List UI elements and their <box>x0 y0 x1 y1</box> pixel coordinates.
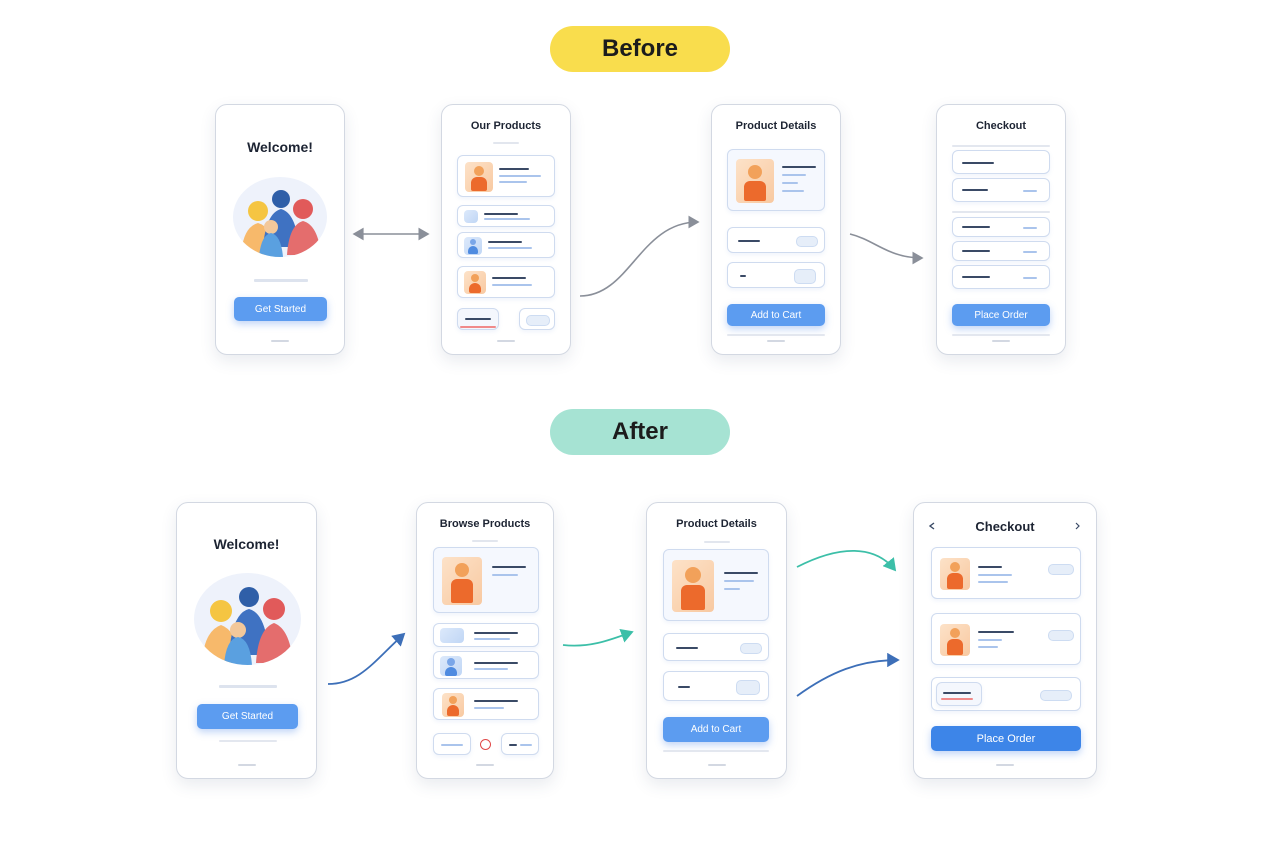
home-indicator <box>476 764 494 766</box>
before-welcome-screen: Welcome! Get Started <box>215 104 345 355</box>
products-title: Our Products <box>470 120 542 132</box>
product-image <box>442 557 482 605</box>
filter-card[interactable] <box>501 733 539 755</box>
get-started-button[interactable]: Get Started <box>234 297 327 321</box>
family-illustration <box>233 177 327 257</box>
home-indicator <box>992 340 1010 342</box>
product-detail-card <box>727 149 825 211</box>
product-image <box>672 560 714 612</box>
checkout-row[interactable] <box>952 150 1050 174</box>
option-row[interactable] <box>727 227 825 253</box>
payment-method-card[interactable] <box>936 682 982 706</box>
option-row[interactable] <box>663 671 769 701</box>
divider <box>952 211 1050 213</box>
before-details-screen: Product Details Add to Cart <box>711 104 841 355</box>
option-row[interactable] <box>727 262 825 288</box>
details-title: Product Details <box>676 518 757 530</box>
product-thumbnail <box>940 558 970 590</box>
checkout-row[interactable] <box>952 178 1050 202</box>
option-row[interactable] <box>663 633 769 661</box>
product-row[interactable] <box>457 155 555 197</box>
before-products-screen: Our Products <box>441 104 571 355</box>
product-row[interactable] <box>433 623 539 647</box>
product-card-small[interactable] <box>519 308 555 330</box>
product-thumbnail <box>464 271 486 294</box>
get-started-button[interactable]: Get Started <box>197 704 298 729</box>
divider <box>952 334 1050 336</box>
divider <box>219 740 277 742</box>
product-row[interactable] <box>457 205 555 227</box>
after-label: After <box>550 409 730 455</box>
products-title: Browse Products <box>439 518 531 530</box>
payment-row[interactable] <box>931 677 1081 711</box>
product-thumbnail <box>465 162 493 192</box>
product-thumbnail <box>440 628 464 643</box>
product-thumbnail <box>440 656 462 676</box>
product-row[interactable] <box>433 651 539 679</box>
flow-arrow <box>796 550 897 572</box>
product-thumbnail <box>940 624 970 656</box>
welcome-title: Welcome! <box>247 139 313 155</box>
product-image <box>736 159 774 203</box>
back-arrow-icon[interactable] <box>928 521 938 531</box>
top-indicator <box>472 540 498 542</box>
home-indicator <box>271 340 289 342</box>
flow-arrow <box>562 628 634 647</box>
before-checkout-screen: Checkout Place Order <box>936 104 1066 355</box>
details-title: Product Details <box>735 120 817 132</box>
flow-arrow <box>579 215 700 297</box>
add-to-cart-button[interactable]: Add to Cart <box>663 717 769 742</box>
place-order-button[interactable]: Place Order <box>931 726 1081 751</box>
home-indicator <box>497 340 515 342</box>
product-row[interactable] <box>433 688 539 720</box>
cart-item-row[interactable] <box>931 613 1081 665</box>
after-details-screen: Product Details Add to Cart <box>646 502 787 779</box>
product-detail-card <box>663 549 769 621</box>
top-indicator <box>703 541 730 543</box>
product-row[interactable] <box>457 266 555 298</box>
home-indicator <box>707 764 726 766</box>
checkout-row[interactable] <box>952 241 1050 261</box>
after-checkout-screen: Checkout Place Order <box>913 502 1097 779</box>
home-indicator <box>996 764 1014 766</box>
after-welcome-screen: Welcome! Get Started <box>176 502 317 779</box>
product-thumbnail <box>442 693 464 717</box>
divider <box>727 334 825 336</box>
checkout-row[interactable] <box>952 265 1050 289</box>
chevron-right-icon[interactable] <box>1074 521 1082 531</box>
place-order-button[interactable]: Place Order <box>952 304 1050 326</box>
filter-card[interactable] <box>433 733 471 755</box>
flow-arrow <box>796 652 900 697</box>
checkout-title: Checkout <box>975 519 1035 534</box>
loading-indicator-icon <box>480 739 491 750</box>
divider <box>663 750 769 752</box>
before-label: Before <box>550 26 730 72</box>
flow-arrow <box>327 632 406 685</box>
after-products-screen: Browse Products <box>416 502 554 779</box>
checkout-row[interactable] <box>952 217 1050 237</box>
welcome-divider <box>219 685 277 688</box>
welcome-title: Welcome! <box>213 536 280 552</box>
home-indicator <box>767 340 785 342</box>
product-thumbnail <box>464 237 482 255</box>
welcome-divider <box>254 279 308 282</box>
divider <box>952 145 1050 147</box>
product-card-small[interactable] <box>457 308 499 330</box>
cart-item-row[interactable] <box>931 547 1081 599</box>
top-indicator <box>493 142 519 144</box>
checkout-title: Checkout <box>975 120 1027 132</box>
flow-arrow <box>849 233 924 265</box>
add-to-cart-button[interactable]: Add to Cart <box>727 304 825 326</box>
product-thumbnail <box>464 210 478 223</box>
product-row[interactable] <box>457 232 555 258</box>
featured-product-card[interactable] <box>433 547 539 613</box>
home-indicator <box>237 764 256 766</box>
